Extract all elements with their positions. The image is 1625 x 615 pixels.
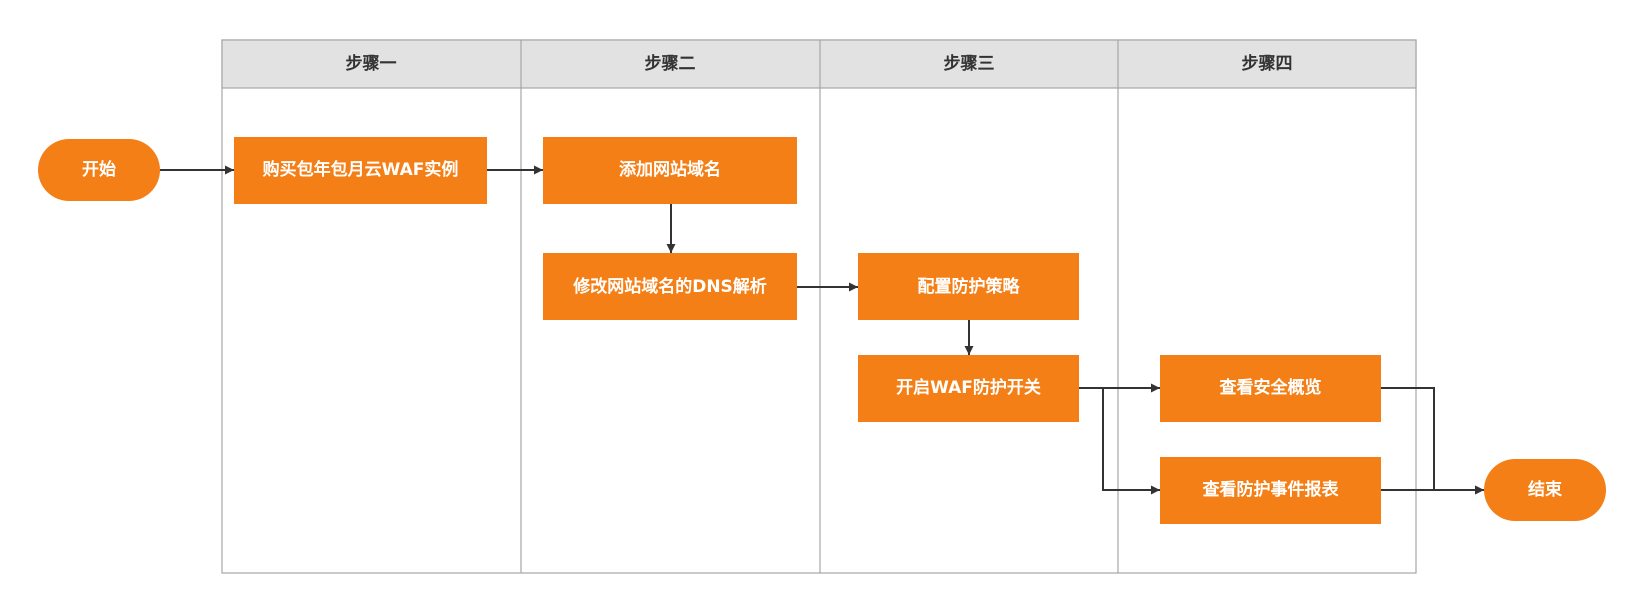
- lane-header-step-2: 步骤二: [645, 53, 696, 74]
- buy-waf-process: 购买包年包月云WAF实例: [234, 137, 487, 204]
- end-terminal-shape: [1484, 459, 1606, 521]
- enable-switch-process: 开启WAF防护开关: [858, 355, 1079, 422]
- start-terminal-shape: [38, 139, 160, 201]
- buy-waf-process-shape: [234, 137, 487, 204]
- view-report-process-shape: [1160, 457, 1381, 524]
- config-policy-process: 配置防护策略: [858, 253, 1079, 320]
- enable-switch-process-shape: [858, 355, 1079, 422]
- view-overview-process-shape: [1160, 355, 1381, 422]
- lane-header-step-4: 步骤四: [1242, 53, 1293, 74]
- nodes: 开始 购买包年包月云WAF实例 添加网站域名 修改网站域名的DNS解析 配置防护…: [38, 137, 1606, 524]
- lane-header-step-1: 步骤一: [346, 53, 397, 74]
- start-terminal-label: 开始: [82, 159, 116, 180]
- connectors: [160, 165, 1484, 495]
- lane-header-step-3: 步骤三: [944, 53, 995, 74]
- modify-dns-process-label: 修改网站域名的DNS解析: [572, 276, 767, 297]
- add-domain-process-shape: [543, 137, 797, 204]
- add-domain-process: 添加网站域名: [543, 137, 797, 204]
- add-domain-process-label: 添加网站域名: [619, 159, 721, 180]
- modify-dns-process-shape: [543, 253, 797, 320]
- view-overview-process-label: 查看安全概览: [1219, 377, 1322, 398]
- end-terminal-label: 结束: [1528, 479, 1562, 500]
- swimlane-table: 步骤一 步骤二 步骤三 步骤四: [221, 39, 1417, 574]
- start-terminal: 开始: [38, 139, 160, 201]
- enable-switch-process-label: 开启WAF防护开关: [896, 377, 1041, 398]
- config-policy-process-shape: [858, 253, 1079, 320]
- view-report-process: 查看防护事件报表: [1160, 457, 1381, 524]
- view-report-process-label: 查看防护事件报表: [1202, 479, 1340, 500]
- edge-enable-switch-to-view-report: [1079, 387, 1160, 495]
- end-terminal: 结束: [1484, 459, 1606, 521]
- config-policy-process-label: 配置防护策略: [918, 276, 1021, 297]
- view-overview-process: 查看安全概览: [1160, 355, 1381, 422]
- modify-dns-process: 修改网站域名的DNS解析: [543, 253, 797, 320]
- swimlane-header-row: [221, 39, 1417, 89]
- buy-waf-process-label: 购买包年包月云WAF实例: [263, 159, 459, 180]
